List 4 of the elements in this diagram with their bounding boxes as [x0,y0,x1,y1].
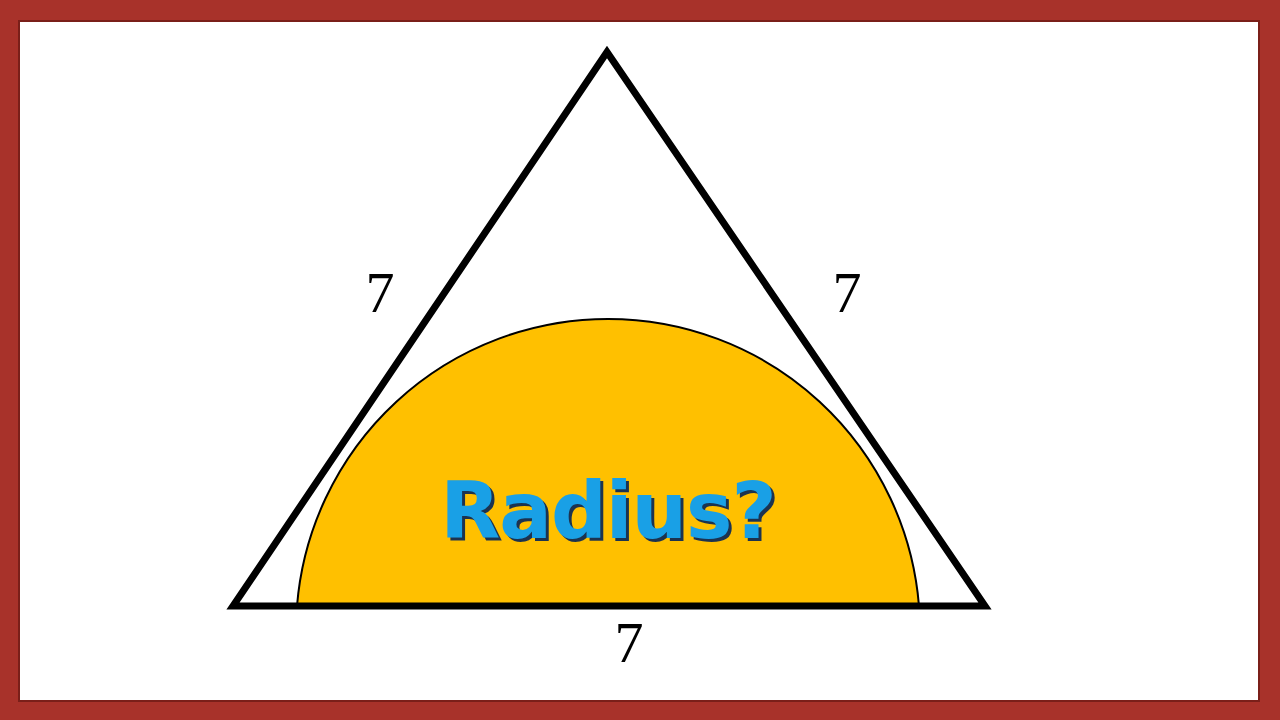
side-length: 7 [365,258,395,326]
side-length: 7 [832,258,862,326]
side-length: 7 [614,608,644,676]
question-text: Radius? [439,466,777,556]
